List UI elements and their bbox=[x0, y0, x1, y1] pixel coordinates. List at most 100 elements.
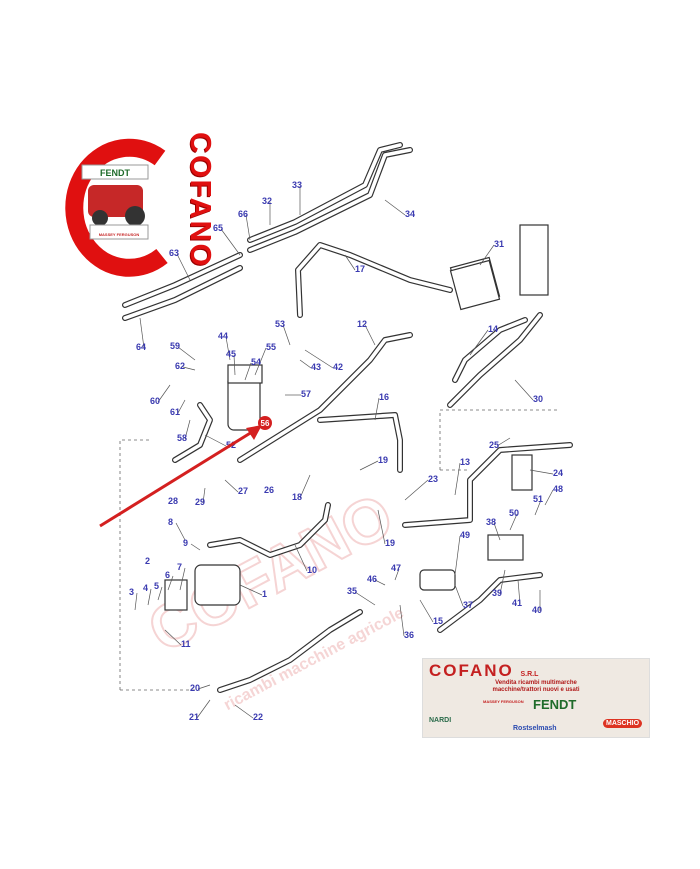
part-label-54: 54 bbox=[251, 357, 261, 367]
leader-line bbox=[354, 591, 376, 606]
leader-line bbox=[245, 214, 251, 241]
part-label-21: 21 bbox=[189, 712, 199, 722]
leader-line bbox=[167, 575, 174, 591]
leader-line bbox=[225, 336, 231, 361]
leader-line bbox=[157, 384, 171, 403]
leader-line bbox=[299, 359, 312, 369]
part-label-5: 5 bbox=[154, 581, 159, 591]
part-label-59: 59 bbox=[170, 341, 180, 351]
part-label-55: 55 bbox=[266, 342, 276, 352]
leader-line bbox=[202, 487, 206, 504]
leader-line bbox=[139, 317, 145, 349]
coupling-37 bbox=[419, 569, 456, 591]
part-label-28: 28 bbox=[168, 496, 178, 506]
part-label-2: 2 bbox=[145, 556, 150, 566]
leader-line bbox=[454, 535, 461, 576]
leader-line bbox=[254, 347, 267, 376]
hydraulic-pipe bbox=[453, 318, 527, 382]
part-label-19: 19 bbox=[385, 538, 395, 548]
hydraulic-pipe bbox=[248, 143, 402, 242]
part-label-11: 11 bbox=[181, 639, 191, 649]
part-label-62: 62 bbox=[175, 361, 185, 371]
part-label-3: 3 bbox=[129, 587, 134, 597]
part-label-44: 44 bbox=[218, 331, 228, 341]
leader-line bbox=[175, 522, 186, 541]
leader-line bbox=[134, 592, 138, 611]
leader-line bbox=[493, 522, 501, 541]
leader-line bbox=[514, 379, 534, 401]
hydraulic-pipe bbox=[438, 573, 542, 632]
part-label-65: 65 bbox=[213, 223, 223, 233]
part-label-13: 13 bbox=[460, 457, 470, 467]
part-label-61: 61 bbox=[170, 407, 180, 417]
control-valve bbox=[519, 224, 549, 296]
hydraulic-pipe bbox=[208, 503, 330, 557]
brand-maschio: MASCHIO bbox=[603, 719, 643, 728]
hydraulic-pipe bbox=[248, 148, 412, 252]
part-label-23: 23 bbox=[428, 474, 438, 484]
hydraulic-pipe bbox=[238, 333, 412, 462]
leader-line bbox=[374, 579, 386, 586]
leader-line bbox=[544, 489, 554, 506]
part-label-29: 29 bbox=[195, 497, 205, 507]
part-label-48: 48 bbox=[553, 484, 563, 494]
hydraulic-pipe bbox=[173, 403, 212, 462]
leader-line bbox=[404, 479, 429, 501]
leader-line bbox=[374, 397, 380, 421]
part-label-58: 58 bbox=[177, 433, 187, 443]
leader-line bbox=[364, 324, 376, 346]
part-label-30: 30 bbox=[533, 394, 543, 404]
leader-line bbox=[190, 543, 201, 551]
leader-line bbox=[177, 399, 186, 414]
leader-line bbox=[197, 684, 211, 690]
hydraulic-pipe bbox=[295, 242, 453, 318]
part-label-57: 57 bbox=[301, 389, 311, 399]
brand-nardi: NARDI bbox=[429, 717, 452, 724]
hydraulic-pump bbox=[194, 564, 241, 606]
part-label-35: 35 bbox=[347, 586, 357, 596]
leader-line bbox=[179, 567, 186, 591]
leader-lines bbox=[134, 186, 554, 719]
part-label-26: 26 bbox=[264, 485, 274, 495]
part-label-50: 50 bbox=[509, 508, 519, 518]
leader-line bbox=[454, 584, 464, 607]
leader-line bbox=[304, 349, 334, 369]
part-label-40: 40 bbox=[532, 605, 542, 615]
part-label-6: 6 bbox=[165, 570, 170, 580]
part-label-9: 9 bbox=[183, 538, 188, 548]
part-label-4: 4 bbox=[143, 583, 148, 593]
part-label-14: 14 bbox=[488, 324, 498, 334]
part-label-53: 53 bbox=[275, 319, 285, 329]
part-label-31: 31 bbox=[494, 239, 504, 249]
part-label-12: 12 bbox=[357, 319, 367, 329]
part-label-32: 32 bbox=[262, 196, 272, 206]
part-label-33: 33 bbox=[292, 180, 302, 190]
hydraulic-pipe bbox=[403, 443, 572, 527]
leader-line bbox=[344, 254, 356, 271]
part-label-24: 24 bbox=[553, 468, 563, 478]
highlight-arrow: 56 bbox=[99, 416, 272, 528]
part-label-45: 45 bbox=[226, 349, 236, 359]
leader-line bbox=[184, 419, 191, 440]
leader-line bbox=[164, 629, 182, 646]
leader-line bbox=[224, 479, 239, 493]
part-label-37: 37 bbox=[463, 600, 473, 610]
hydraulic-pipe bbox=[218, 610, 362, 692]
part-label-39: 39 bbox=[492, 588, 502, 598]
leader-line bbox=[233, 354, 236, 376]
part-label-27: 27 bbox=[238, 486, 248, 496]
leader-line bbox=[234, 704, 254, 719]
brand-fendt: FENDT bbox=[533, 697, 577, 712]
leader-line bbox=[182, 366, 196, 371]
leader-line bbox=[282, 324, 291, 346]
hydraulic-pipe bbox=[402, 442, 573, 528]
highlight-badge bbox=[258, 416, 272, 430]
leader-line bbox=[220, 228, 241, 256]
hydraulic-pipe bbox=[318, 413, 402, 472]
part-label-63: 63 bbox=[169, 248, 179, 258]
hydraulic-pipe bbox=[123, 266, 242, 320]
leader-line bbox=[496, 437, 511, 447]
leader-line bbox=[157, 586, 163, 601]
leader-line bbox=[499, 569, 506, 595]
